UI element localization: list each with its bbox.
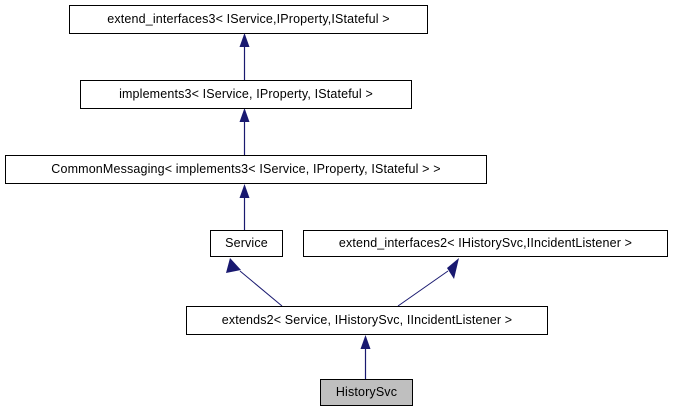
class-node-implements3[interactable]: implements3< IService, IProperty, IState… (80, 80, 412, 109)
edge-extends2-to-extend-interfaces2 (397, 258, 459, 307)
class-node-label: CommonMessaging< implements3< IService, … (51, 162, 441, 177)
class-node-label: implements3< IService, IProperty, IState… (119, 87, 373, 102)
class-node-label: extend_interfaces2< IHistorySvc,IInciden… (338, 236, 633, 251)
class-node-service[interactable]: Service (210, 230, 283, 257)
class-node-label: HistorySvc (335, 385, 398, 400)
class-node-extends2[interactable]: extends2< Service, IHistorySvc, IInciden… (186, 306, 548, 335)
class-node-historysvc[interactable]: HistorySvc (320, 379, 413, 406)
class-node-extend-interfaces3[interactable]: extend_interfaces3< IService,IProperty,I… (69, 5, 428, 34)
class-node-label: extends2< Service, IHistorySvc, IInciden… (221, 313, 513, 328)
edge-service-to-commonmessaging (239, 184, 250, 230)
edge-historysvc-to-extends2 (360, 335, 371, 379)
class-node-extend-interfaces2[interactable]: extend_interfaces2< IHistorySvc,IInciden… (303, 230, 668, 257)
edge-commonmessaging-to-implements3 (239, 108, 250, 155)
class-node-label: extend_interfaces3< IService,IProperty,I… (107, 12, 390, 27)
class-node-commonmessaging[interactable]: CommonMessaging< implements3< IService, … (5, 155, 487, 184)
edge-extends2-to-service (226, 258, 283, 307)
class-node-label: Service (225, 236, 268, 251)
edge-implements3-to-extend-interfaces3 (239, 33, 250, 80)
